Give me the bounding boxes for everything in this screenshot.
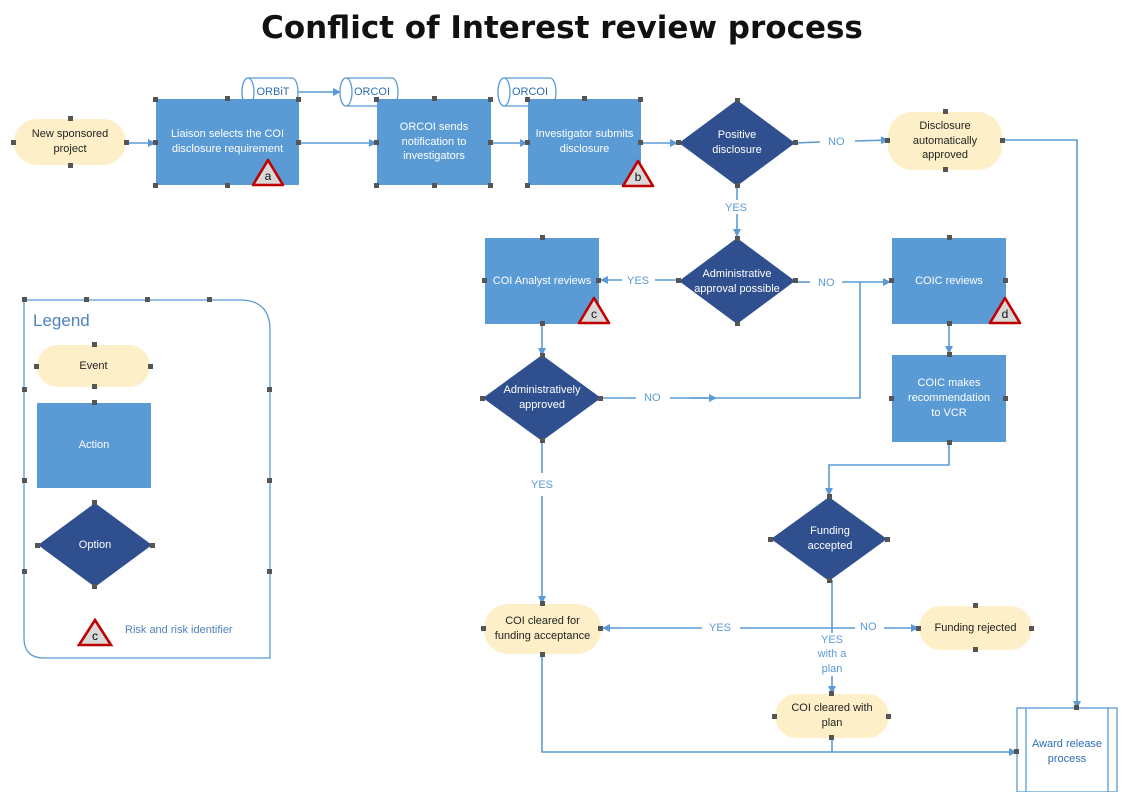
risk-marker-d: d	[1001, 307, 1009, 322]
connector-cleared-to-award	[541, 655, 1017, 756]
yes-with-plan-text: YES with a plan	[817, 634, 847, 675]
decision-funding-accepted: Funding accepted	[807, 525, 853, 552]
legend-title: Legend	[33, 311, 90, 330]
action-coic-recommendation: COIC makes recommendation to VCR	[892, 355, 1006, 442]
decision-admin-approval-possible: Administrative approval possible	[694, 268, 780, 295]
legend-action: Action	[37, 403, 151, 488]
flow-label-no-positive: NO	[828, 136, 845, 148]
legend-option: Option	[78, 538, 112, 551]
connector-recommend-to-funding	[825, 442, 950, 496]
subprocess-award-release: Award release process	[1031, 738, 1103, 765]
system-orcoi-1: ORCOI	[353, 86, 391, 98]
flow-label-no-admin-approved: NO	[644, 392, 661, 404]
risk-marker-b: b	[634, 170, 642, 185]
flow-label-yes-positive: YES	[725, 202, 748, 214]
decision-positive-disclosure: Positive disclosure	[712, 129, 762, 156]
event-coi-cleared-funding: COI cleared for funding acceptance	[484, 604, 601, 654]
risk-marker-c: c	[591, 307, 597, 322]
connector-auto-to-award	[1003, 139, 1081, 709]
event-funding-rejected: Funding rejected	[919, 606, 1032, 650]
flow-label-yes-admin-possible: YES	[627, 275, 650, 287]
action-coi-analyst-reviews: COI Analyst reviews	[485, 238, 599, 324]
action-liaison-selects: Liaison selects the COI disclosure requi…	[156, 99, 299, 185]
action-coic-reviews: COIC reviews	[892, 238, 1006, 324]
event-new-sponsored-project: New sponsored project	[14, 119, 126, 165]
page-title: Conflict of Interest review process	[261, 10, 863, 46]
risk-marker-a: a	[264, 169, 272, 184]
decision-administratively-approved: Administratively approved	[503, 384, 581, 411]
event-disclosure-auto-approved: Disclosure automatically approved	[888, 112, 1002, 170]
action-investigator-submits: Investigator submits disclosure	[528, 99, 641, 185]
action-orcoi-sends: ORCOI sends notification to investigator…	[377, 99, 491, 185]
flow-label-yes-funding: YES	[709, 622, 732, 634]
flow-label-no-funding: NO	[860, 621, 877, 633]
connector-positive-no	[794, 141, 821, 144]
legend-risk-label: Risk and risk identifier	[125, 624, 233, 636]
flow-label-yes-with-plan: YES with a plan	[810, 633, 854, 676]
system-orcoi-2: ORCOI	[511, 86, 549, 98]
event-coi-cleared-plan: COI cleared with plan	[775, 694, 889, 738]
legend-event: Event	[37, 345, 150, 387]
system-orbit: ORBiT	[256, 86, 290, 98]
flow-label-yes-admin-approved: YES	[531, 479, 554, 491]
legend-risk-marker: c	[92, 628, 98, 643]
flow-label-no-admin-possible: NO	[818, 277, 835, 289]
